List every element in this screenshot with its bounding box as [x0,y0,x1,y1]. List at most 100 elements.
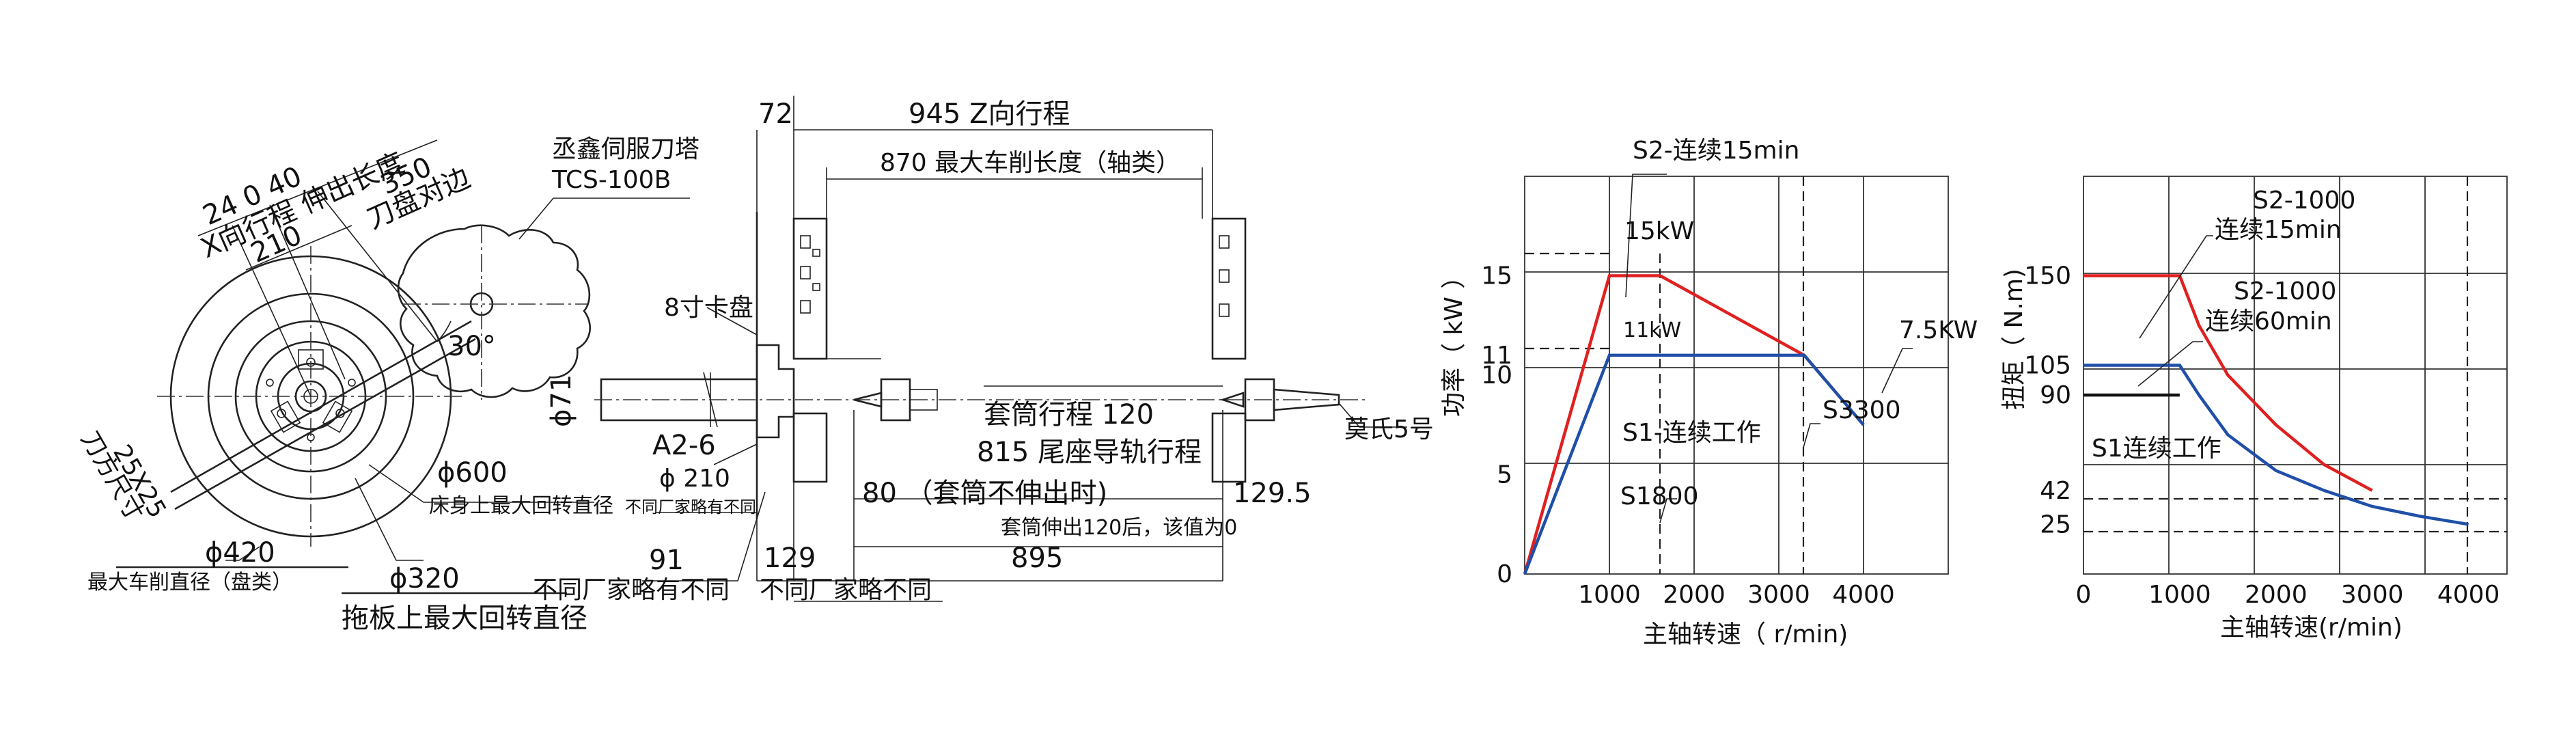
series-line-1-1 [2083,364,2469,526]
dia210-leader [713,443,758,465]
power-anno-s1800: S1800 [1620,482,1698,510]
turret-top-view [116,139,690,594]
turret-leader [518,197,690,240]
turret-model: TCS-100B [551,166,671,194]
ext-line-1 [232,225,311,397]
chuck-jaw-top [792,217,828,360]
turret-outline [397,224,591,398]
vendor-note-1: 不同厂家略有不同 [533,576,730,604]
power-anno-11kw: 11kW [1623,318,1681,342]
x-tick-label: 3000 [1747,581,1810,609]
dim-72-label: 72 [758,98,793,130]
dia-71-label: ϕ71 [546,374,577,427]
vendor-note-2: 不同厂家略不同 [760,576,932,604]
power-y-axis-label: 功率（ kW ） [1440,264,1468,417]
angle-arc [437,320,452,342]
x-tick-label: 4000 [2437,581,2500,609]
carriage-swing-label: 拖板上最大回转直径 [342,603,587,634]
quill-not-ext-label: 80 （套筒不伸出时) [862,478,1107,509]
tail-center [1219,392,1245,408]
spindle-nose-label: A2-6 [652,430,716,461]
y-tick-label: 15 [1481,262,1512,290]
dia-600-label: ϕ600 [437,457,508,489]
tail-slot [1219,269,1230,283]
z-travel-label: 945 Z向行程 [909,98,1070,130]
y-tick-label: 25 [2040,510,2071,538]
power-series-s2-label: S2-连续15min [1633,137,1799,165]
power-anno-s3300: S3300 [1823,396,1900,424]
jaw-bolt [812,249,820,257]
torque-series-s1-label: S1连续工作 [2092,435,2221,463]
jaw-bolt [812,283,820,291]
torque-x-axis-label: 主轴转速(r/min) [2220,614,2402,642]
x-tick-label: 1000 [1578,581,1641,609]
x-tick-label: 1000 [2148,581,2211,609]
morse-label: 莫氏5号 [1344,415,1434,443]
torque-y-axis-label: 扭矩（ N.m) [2000,269,2028,410]
dia420-leader [225,546,260,561]
y-tick-label: 90 [2040,381,2071,409]
chuck-label: 8寸卡盘 [664,294,753,322]
power-x-axis-label: 主轴转速（ r/min) [1643,620,1848,648]
x-axis-line [170,320,472,493]
s2-15-leader [2139,235,2213,339]
vendor-note-small: 不同厂家略有不同 [625,497,756,517]
x-tick-label: 3000 [2341,581,2404,609]
quill-note-label: 套筒伸出120后，该值为0 [1001,516,1237,540]
turret-name: 丞鑫伺服刀塔 [552,135,700,163]
angle-30-label: 30° [447,331,496,362]
dim-895-label: 895 [1011,543,1063,574]
dim-line-210 [245,225,352,271]
y-tick-label: 11 [1481,342,1512,370]
chuck-jaw-bottom [792,412,828,483]
lathe-side-view [594,96,1407,602]
s2-60-leader [2137,341,2203,387]
y-tick-label: 150 [2024,262,2071,290]
dim-1295-label: 129.5 [1233,478,1312,509]
dia-420-label: ϕ420 [205,537,275,569]
spindle-flange [756,344,795,439]
s2-leader [1625,174,1667,298]
vendor-leader-1 [642,491,766,582]
morse-taper [1273,388,1340,411]
power-plot-frame [1524,176,1949,575]
75kw-leader [1881,348,1913,394]
dia-210-label: ϕ 210 [659,465,730,493]
bed-swing-label: 床身上最大回转直径 [429,494,613,518]
s1800-leader [1659,498,1677,523]
quill-tip [909,389,938,411]
power-anno-15kw: 15kW [1624,217,1694,245]
power-series-s1-label: S1-连续工作 [1622,419,1761,447]
quill-travel-label: 套筒行程 120 [984,399,1154,430]
y-tick-label: 0 [1497,560,1512,588]
tail-slot [1219,235,1230,249]
tool-shank-line [174,338,476,510]
dim-91-label: 91 [649,545,684,576]
torque-s2-60-line2: 连续60min [2205,308,2332,336]
dia320-leader [355,478,424,561]
y-tick-label: 10 [1481,361,1512,390]
s3300-leader [1803,423,1820,448]
max-turn-len-label: 870 最大车削长度（轴类） [880,149,1180,177]
chuck-leader [706,307,758,336]
y-tick-label: 5 [1497,461,1512,489]
max-turn-disc-label: 最大车削直径（盘类） [87,571,292,594]
y-tick-label: 42 [2040,477,2071,505]
series-line-0-1 [1523,353,1865,575]
morse-leader [1338,402,1407,428]
torque-s2-60-line1: S2-1000 [2234,277,2336,305]
ext-line-2 [269,204,346,380]
x-tick-label: 2000 [2245,581,2308,609]
jaw-slot [800,266,811,279]
turret-labels: 丞鑫伺服刀塔 TCS-100B 24 0 40 X向行程 伸出长度 350 刀盘… [75,135,700,634]
dia-320-label: ϕ320 [389,563,460,594]
jaw-slot [800,235,811,249]
torque-s2-15-line1: S2-1000 [2253,187,2355,215]
tail-slot [1219,303,1230,317]
tailstock-top [1211,217,1247,360]
